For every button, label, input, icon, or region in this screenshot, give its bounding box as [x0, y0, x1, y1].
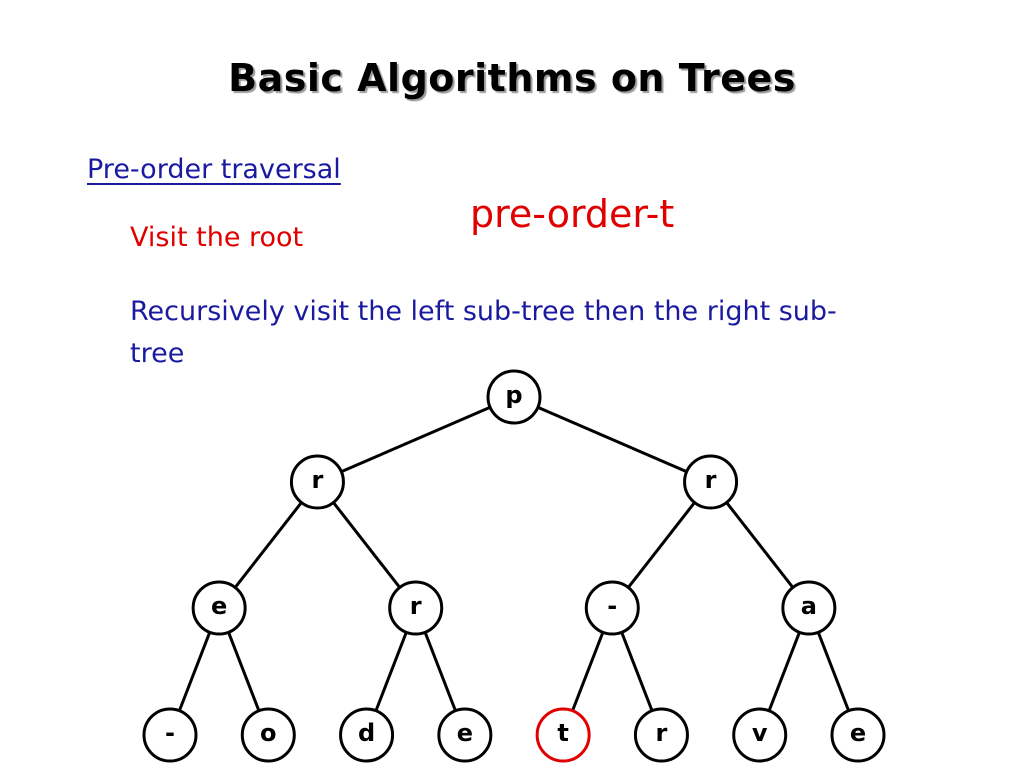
- current-call-label: pre-order-t: [470, 192, 675, 236]
- tree-node-circle-current: [535, 707, 591, 763]
- tree-edge: [316, 395, 515, 484]
- tree-node-label: r: [656, 719, 668, 747]
- step-recurse: Recursively visit the left sub-tree then…: [130, 296, 837, 369]
- tree-node-label: v: [752, 719, 768, 747]
- tree-edges: [168, 395, 860, 736]
- tree-node-label: e: [850, 719, 866, 747]
- tree-node-label: d: [358, 719, 375, 747]
- tree-node-root.children.1.children.1.children.0.label: v: [732, 707, 788, 763]
- tree-node-circle: [830, 707, 886, 763]
- tree-node-circle: [781, 580, 837, 636]
- tree-node-circle: [437, 707, 493, 763]
- tree-node-label: e: [211, 592, 227, 620]
- tree-node-circle: [486, 369, 542, 425]
- tree-node-label: o: [260, 719, 277, 747]
- tree-node-circle: [388, 580, 444, 636]
- tree-node-root.children.0.children.0.children.0.label: -: [142, 707, 198, 763]
- tree-node-root.children.0.children.0.label: e: [191, 580, 247, 636]
- tree-node-circle: [683, 454, 739, 510]
- tree-node-circle: [191, 580, 247, 636]
- tree-node-label: r: [312, 466, 324, 494]
- tree-node-label: p: [505, 381, 522, 409]
- tree-node-label: -: [607, 592, 617, 620]
- tree-node-circle: [633, 707, 689, 763]
- tree-node-root.children.1.children.0.children.0.label: t: [535, 707, 591, 763]
- tree-node-label: r: [705, 466, 717, 494]
- tree-node-circle: [289, 454, 345, 510]
- tree-node-label: t: [557, 719, 568, 747]
- tree-edge: [513, 395, 712, 484]
- section-heading: Pre-order traversal: [87, 154, 341, 185]
- tree-node-label: -: [165, 719, 175, 747]
- tree-node-circle: [339, 707, 395, 763]
- tree-node-root.children.0.children.1.children.0.label: d: [339, 707, 395, 763]
- tree-nodes: p r e - o r d e r - t r a v e: [142, 369, 886, 763]
- tree-node-label: a: [801, 592, 817, 620]
- tree-node-circle: [584, 580, 640, 636]
- tree-node-root.children.0.children.0.children.1.label: o: [240, 707, 296, 763]
- tree-node-label: r: [410, 592, 422, 620]
- tree-node-root.children.1.children.0.label: -: [584, 580, 640, 636]
- tree-node-root.children.0.children.1.children.1.label: e: [437, 707, 493, 763]
- tree-node-root.label: p: [486, 369, 542, 425]
- step-visit-root: Visit the root: [130, 222, 304, 253]
- tree-node-root.children.0.children.1.label: r: [388, 580, 444, 636]
- slide-title: Basic Algorithms on Trees: [228, 56, 796, 100]
- tree-node-root.children.1.children.1.children.1.label: e: [830, 707, 886, 763]
- tree-node-circle: [240, 707, 296, 763]
- tree-node-root.children.0.label: r: [289, 454, 345, 510]
- tree-node-root.children.1.children.0.children.1.label: r: [633, 707, 689, 763]
- tree-node-circle: [732, 707, 788, 763]
- tree-node-root.children.1.label: r: [683, 454, 739, 510]
- tree-node-circle: [142, 707, 198, 763]
- tree-node-root.children.1.children.1.label: a: [781, 580, 837, 636]
- tree-node-label: e: [457, 719, 473, 747]
